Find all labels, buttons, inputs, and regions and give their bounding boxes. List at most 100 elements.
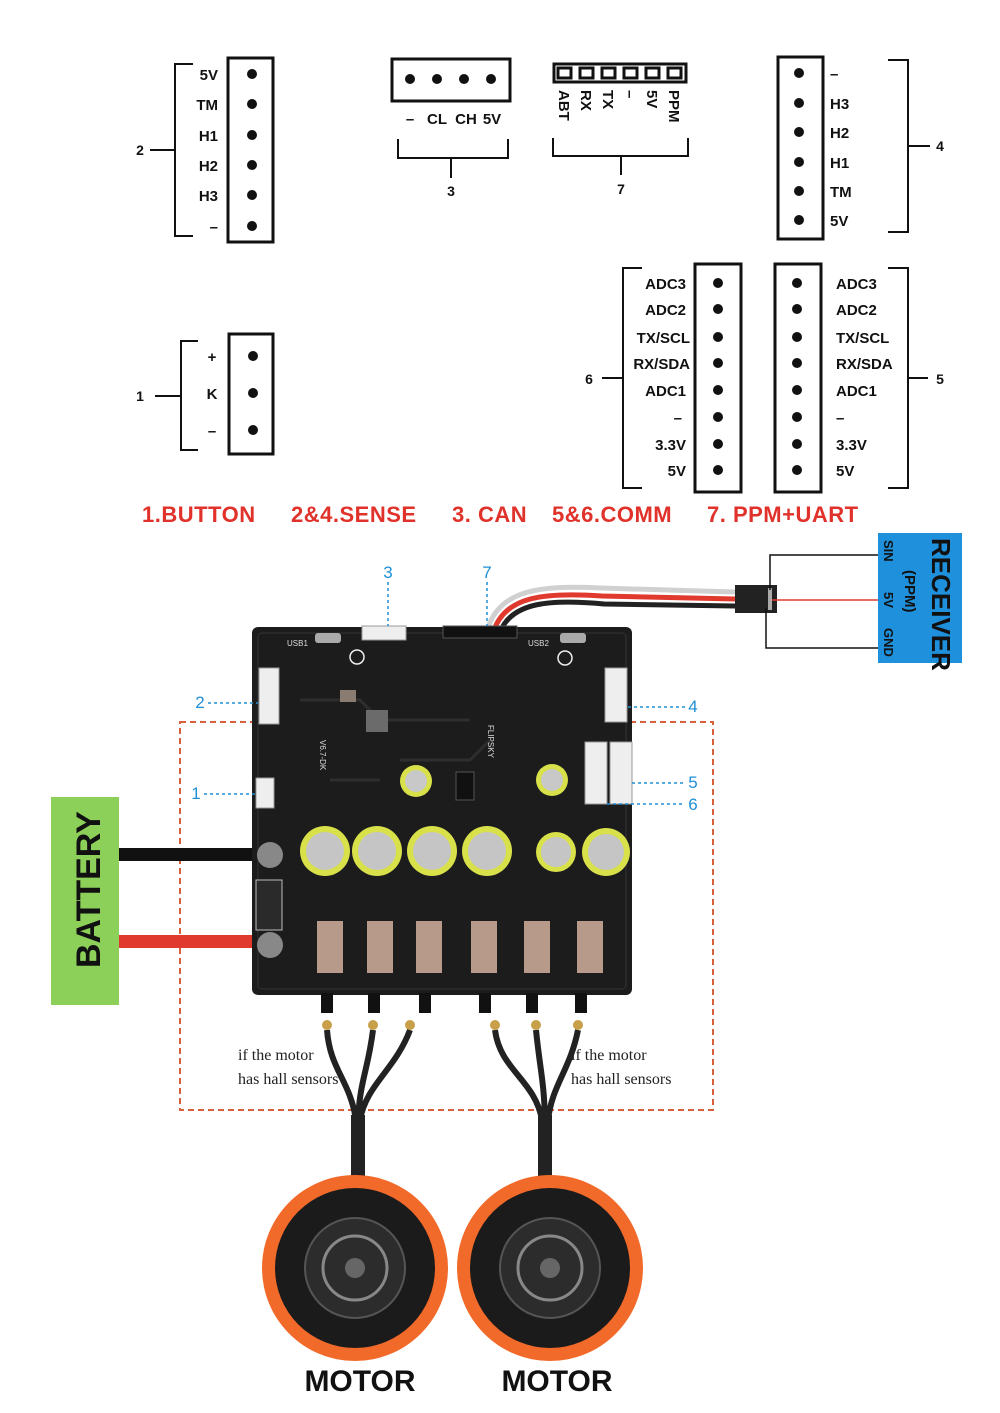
receiver: RECEIVER (PPM) SIN 5V GND [485,533,962,671]
connector-4-bracket [888,59,930,233]
connector-5-pin [792,465,802,475]
callout-number: 6 [688,795,697,814]
connector-6-pin-label: – [674,410,682,427]
board-usb1-label: USB1 [287,639,308,648]
bullet-connector [573,1020,583,1030]
connector-5-pin [792,385,802,395]
connector-6-pin-label: 5V [668,463,686,480]
connector-2-pin [247,221,257,231]
board-shunt [255,879,283,931]
controller-board: USB1 USB2 V6.7-DK FLIPSKY [252,625,633,995]
connector-4-pin-label: TM [830,184,852,201]
connector-6-pin [713,278,723,288]
connector-6-pin [713,332,723,342]
board-capacitor-small-top [405,770,427,792]
connector-4-number: 4 [936,138,944,154]
connector-7-bracket [552,138,689,175]
connector-6-bracket [602,267,642,489]
callouts: 3 7 2 4 1 5 6 [191,563,697,814]
connector-3-number: 3 [447,183,455,199]
board-capacitor-top [358,832,396,870]
board-uart-header [442,625,518,639]
connector-2-pin [247,130,257,140]
connector-7-pin-label: ABT [555,90,572,121]
connector-5-pin-label: ADC1 [836,383,877,400]
connector-3-housing [390,57,512,103]
connector-5-pin-label: ADC2 [836,302,877,319]
board-usb2-port [560,633,586,643]
connector-4-pin-label: H2 [830,125,849,142]
connector-6-pin-label: 3.3V [655,437,686,454]
connector-5-pin-label: RX/SDA [836,356,893,373]
connector-7-number: 7 [617,181,625,197]
connector-1-pin [248,388,258,398]
connector-1-pin-label: + [208,349,217,366]
bullet-connector [322,1020,332,1030]
connector-6-pin-label: ADC1 [645,383,686,400]
connector-2-housing [226,56,275,244]
callout-number: 3 [383,563,392,582]
connector-2: 5V TM H1 H2 H3 – 2 [136,56,275,244]
legend: 1.BUTTON 2&4.SENSE 3. CAN 5&6.COMM 7. PP… [142,502,859,527]
battery-body [51,797,119,1005]
board-mark-1 [349,649,365,665]
connector-1-pin-label: – [208,423,216,440]
board-usb2-label: USB2 [528,639,549,648]
connector-4-pin [794,186,804,196]
connector-3-pin-label: CL [427,111,447,128]
legend-item: 3. CAN [452,502,527,527]
connector-5-pin-label: 5V [836,463,854,480]
connector-6-pin [713,465,723,475]
connector-2-pin-label: – [210,219,218,236]
connector-6-number: 6 [585,371,593,387]
phase-lead [479,993,491,1013]
left-motor-cable [324,1028,413,1121]
connector-5-pin [792,332,802,342]
board-comm-port-right [609,741,633,805]
right-motor-cable [492,1029,581,1121]
board-capacitor-top [588,834,624,870]
board-inductor [366,710,388,732]
phase-lead [419,993,431,1013]
motor-bearing-ring [516,1234,584,1302]
receiver-wire-red [491,592,736,631]
callout-number: 7 [482,563,491,582]
board-mosfet [416,921,442,973]
legend-item: 7. PPM+UART [707,502,859,527]
connector-4-pin [794,98,804,108]
board-mosfet [471,921,497,973]
connector-7-pin-label: RX [577,90,594,111]
connector-7-pin [600,66,617,80]
connector-6-pin-label: ADC3 [645,276,686,293]
hall-notes: if the motor has hall sensors if the mot… [238,1047,671,1088]
phase-lead [321,993,333,1013]
connector-4-pin [794,215,804,225]
legend-item: 2&4.SENSE [291,502,417,527]
connector-7-pin-label: 5V [643,90,660,108]
connector-6-pin [713,412,723,422]
bullet-connector [531,1020,541,1030]
connector-2-pin [247,99,257,109]
board-capacitor-top [306,832,344,870]
connector-5-pin-label: – [836,410,844,427]
connector-6-pin [713,385,723,395]
receiver-body [878,533,962,663]
connector-7-pin-label: TX [599,90,616,109]
connector-2-pin [247,160,257,170]
connector-3-pin [405,74,415,84]
battery-negative-wire [119,848,255,861]
board-battery-terminal [257,842,283,868]
board-component [455,771,475,801]
connector-7-housing [552,62,688,84]
connector-4-pin [794,127,804,137]
hall-note-line: if the motor [238,1047,314,1064]
connector-6-pin [713,304,723,314]
battery: BATTERY [51,797,255,1005]
connector-6-pin-label: ADC2 [645,302,686,319]
connector-5-pin-label: TX/SCL [836,330,889,347]
receiver-pin-label: 5V [881,592,896,608]
connector-3-pin [459,74,469,84]
board-mosfet [577,921,603,973]
connector-4-pin-label: H1 [830,155,849,172]
